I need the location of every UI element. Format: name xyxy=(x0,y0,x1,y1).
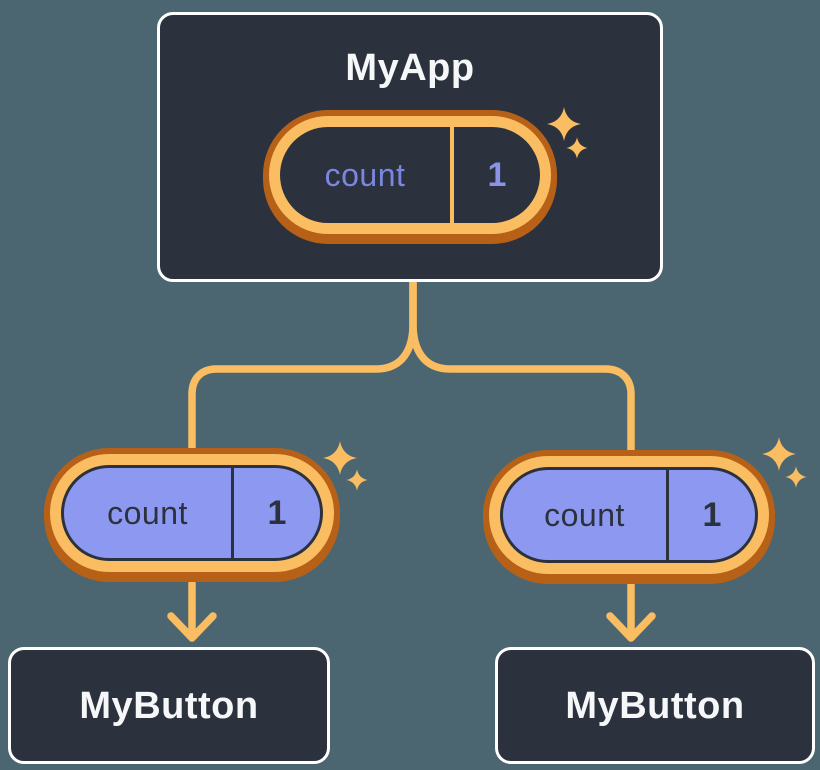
component-node-mybutton-left: MyButton xyxy=(8,647,330,764)
component-title: MyButton xyxy=(565,684,745,727)
pill-divider xyxy=(231,468,234,558)
prop-name: count xyxy=(544,496,625,533)
prop-pill-right: count 1 xyxy=(483,450,775,580)
state-pill-root: count 1 xyxy=(263,110,557,240)
sparkle-icon xyxy=(323,441,368,491)
arrowhead-left-icon xyxy=(167,612,217,642)
state-value: 1 xyxy=(487,155,507,194)
component-title: MyApp xyxy=(345,47,475,89)
component-node-mybutton-right: MyButton xyxy=(495,647,815,764)
sparkle-icon xyxy=(547,107,588,159)
sparkle-icon xyxy=(762,437,807,488)
prop-value: 1 xyxy=(702,495,722,534)
pill-divider xyxy=(666,470,669,560)
prop-pill-left: count 1 xyxy=(44,448,340,578)
state-name: count xyxy=(324,156,406,193)
pill-divider xyxy=(450,127,454,223)
connector-right-branch xyxy=(409,278,635,639)
component-title: MyButton xyxy=(79,684,259,727)
prop-value: 1 xyxy=(267,493,287,532)
arrowhead-right-icon xyxy=(606,612,656,642)
prop-name: count xyxy=(107,494,188,531)
